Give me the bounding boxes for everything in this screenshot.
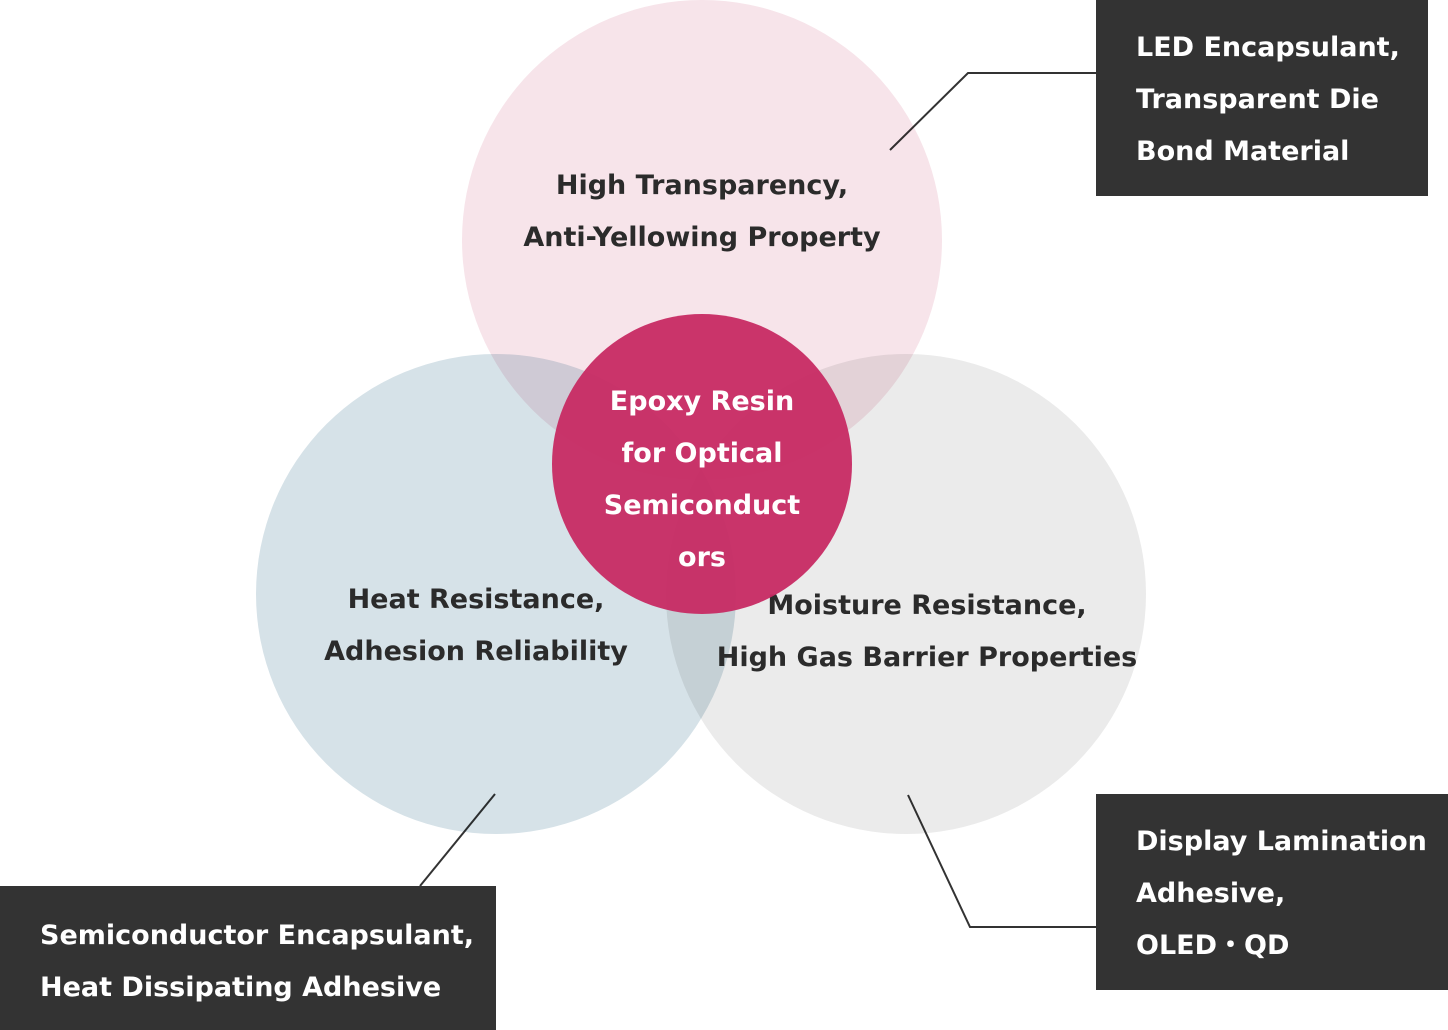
callout-display-lamination: Display Lamination Adhesive, OLED・QD	[1096, 794, 1448, 990]
callout-line: OLED・QD	[1136, 930, 1290, 961]
callout-line: LED Encapsulant,	[1136, 32, 1400, 63]
callout-line: Display Lamination	[1136, 826, 1427, 857]
callout-line: Semiconductor Encapsulant,	[40, 920, 475, 951]
callout-line: Transparent Die	[1136, 84, 1379, 115]
callout-semiconductor-encapsulant: Semiconductor Encapsulant, Heat Dissipat…	[0, 886, 496, 1030]
circle-label-line: Anti-Yellowing Property	[523, 222, 881, 253]
center-label: Epoxy Resin for Optical Semiconduct ors	[560, 376, 844, 584]
center-label-line: ors	[678, 542, 726, 573]
circle-label-line: High Gas Barrier Properties	[716, 642, 1138, 673]
center-label-line: for Optical	[621, 438, 783, 469]
callout-line: Heat Dissipating Adhesive	[40, 972, 442, 1003]
connector-top-right	[889, 72, 1096, 151]
circle-label-heat-resistance: Heat Resistance, Adhesion Reliability	[256, 574, 696, 678]
center-circle	[552, 314, 852, 614]
callout-line: Adhesive,	[1136, 878, 1286, 909]
callout-led-encapsulant: LED Encapsulant, Transparent Die Bond Ma…	[1096, 0, 1428, 196]
circle-label-transparency: High Transparency, Anti-Yellowing Proper…	[462, 160, 942, 264]
circle-label-line: Moisture Resistance,	[767, 590, 1087, 621]
circle-label-line: High Transparency,	[555, 170, 849, 201]
center-label-line: Semiconduct	[603, 490, 801, 521]
callout-line: Bond Material	[1136, 136, 1350, 167]
center-label-line: Epoxy Resin	[609, 386, 795, 417]
circle-label-line: Adhesion Reliability	[324, 636, 628, 667]
circle-label-line: Heat Resistance,	[347, 584, 605, 615]
circle-label-moisture-resistance: Moisture Resistance, High Gas Barrier Pr…	[700, 580, 1154, 684]
